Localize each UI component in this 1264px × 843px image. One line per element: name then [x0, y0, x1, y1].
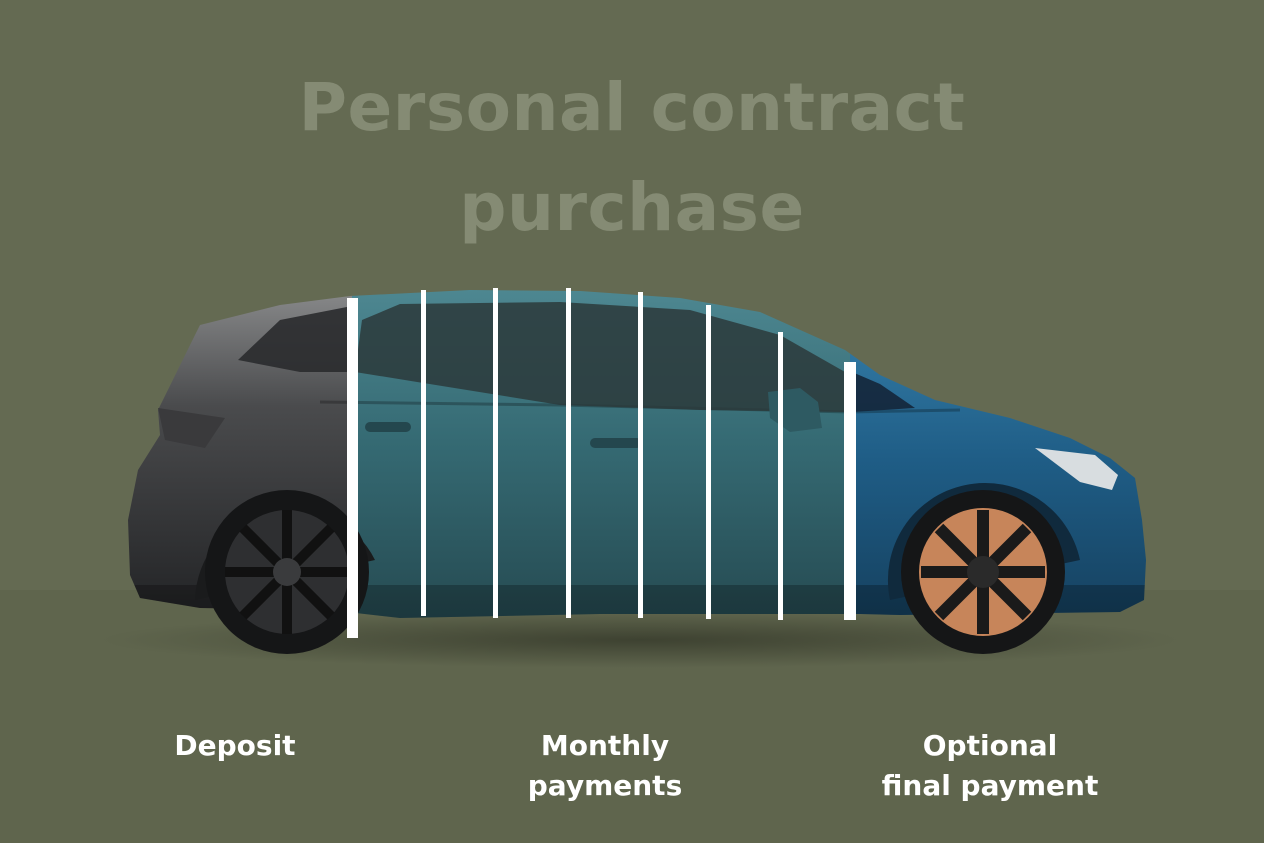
label-deposit: Deposit: [130, 726, 340, 766]
title-line-2: purchase: [459, 169, 805, 246]
monthly-label-line-2: payments: [527, 769, 683, 802]
monthly-divider-6: [778, 332, 783, 620]
front-window: [852, 372, 915, 412]
head-light: [1035, 448, 1118, 490]
rear-side-window: [238, 306, 352, 372]
front-door-handle: [590, 438, 642, 448]
monthly-label-line-1: Monthly: [540, 729, 670, 762]
label-final-payment: Optional final payment: [850, 726, 1130, 806]
monthly-divider-5: [706, 305, 711, 619]
final-label-line-1: Optional: [922, 729, 1058, 762]
deposit-label: Deposit: [174, 729, 296, 762]
monthly-divider-4: [638, 292, 643, 618]
deposit-divider: [347, 298, 358, 638]
payment-dividers: [347, 288, 856, 638]
car-shadow: [100, 612, 1180, 668]
front-wheel: [887, 482, 1080, 654]
monthly-divider-3: [566, 288, 571, 618]
final-divider: [844, 362, 856, 620]
monthly-divider-1: [421, 290, 426, 616]
tail-light: [158, 408, 225, 448]
label-monthly-payments: Monthly payments: [490, 726, 720, 806]
final-label-line-2: final payment: [881, 769, 1099, 802]
page-title: Personal contract purchase: [0, 58, 1264, 258]
title-line-1: Personal contract: [298, 69, 966, 146]
rear-wheel: [195, 490, 375, 654]
side-windows: [355, 302, 845, 412]
monthly-divider-2: [493, 288, 498, 618]
rear-door-handle: [365, 422, 411, 432]
